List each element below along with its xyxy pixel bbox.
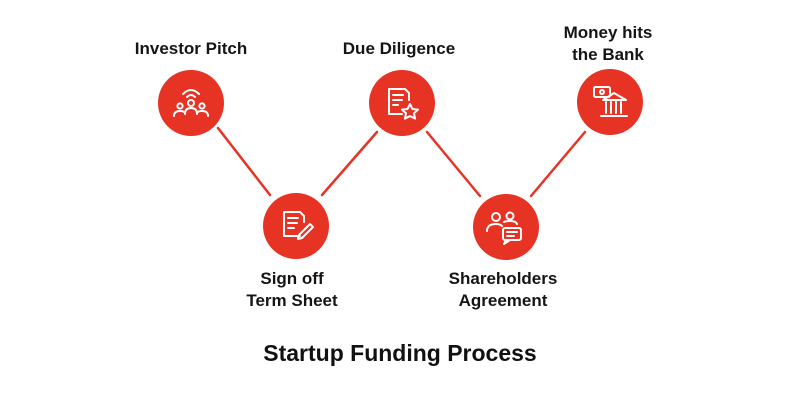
bank-money-icon bbox=[593, 86, 628, 117]
step-label-term-sheet: Sign off Term Sheet bbox=[192, 268, 392, 312]
group-broadcast-icon bbox=[173, 89, 209, 117]
step-label-line: Sign off bbox=[260, 269, 324, 288]
step-label-line: the Bank bbox=[572, 45, 644, 64]
connector-2-3 bbox=[320, 130, 379, 197]
step-node-shareholders-agreement bbox=[473, 194, 539, 260]
connector-3-4 bbox=[425, 130, 482, 198]
connector-1-2 bbox=[216, 126, 272, 197]
step-node-term-sheet bbox=[263, 193, 329, 259]
step-label-shareholders-agreement: Shareholders Agreement bbox=[403, 268, 603, 312]
diagram-title: Startup Funding Process bbox=[263, 340, 537, 366]
step-node-investor-pitch bbox=[158, 70, 224, 136]
document-star-icon bbox=[388, 88, 419, 120]
connector-4-5 bbox=[529, 130, 587, 198]
document-pen-icon bbox=[283, 211, 314, 240]
people-chat-icon bbox=[486, 211, 522, 245]
step-label-line: Shareholders bbox=[448, 269, 558, 288]
step-label-due-diligence: Due Diligence bbox=[299, 38, 499, 60]
step-label-line: Investor Pitch bbox=[134, 39, 248, 58]
step-node-due-diligence bbox=[369, 70, 435, 136]
step-node-money-bank bbox=[577, 69, 643, 135]
step-label-line: Money hits bbox=[563, 23, 653, 42]
step-label-line: Agreement bbox=[458, 291, 548, 310]
step-label-money-bank: Money hits the Bank bbox=[508, 22, 708, 66]
step-label-line: Term Sheet bbox=[246, 291, 338, 310]
step-label-investor-pitch: Investor Pitch bbox=[91, 38, 291, 60]
step-label-line: Due Diligence bbox=[342, 39, 456, 58]
